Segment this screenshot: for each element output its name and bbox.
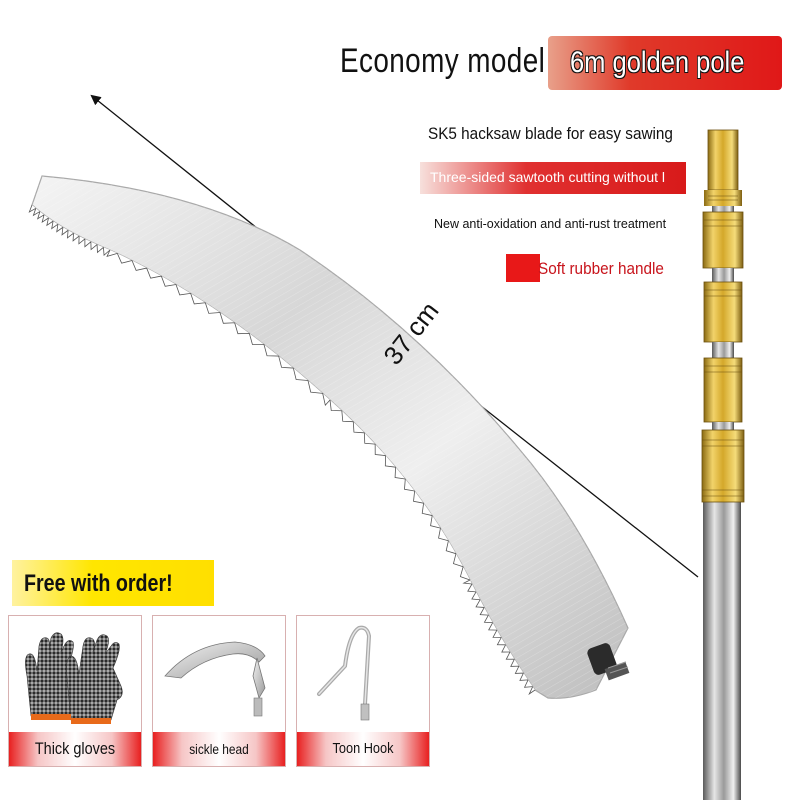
- gift-caption: Toon Hook: [297, 732, 429, 766]
- blade-bolt: [587, 643, 630, 681]
- gift-label-hook: Toon Hook: [332, 740, 394, 757]
- model-title: Economy model: [340, 42, 546, 80]
- gift-sickle: sickle head: [152, 615, 286, 767]
- gift-gloves: Thick gloves: [8, 615, 142, 767]
- gift-caption: Thick gloves: [9, 732, 141, 766]
- red-chip: [506, 254, 540, 282]
- feature-sawtooth: Three-sided sawtooth cutting without l: [430, 169, 666, 185]
- gift-toon-hook: Toon Hook: [296, 615, 430, 767]
- free-gift-banner: Free with order!: [12, 560, 214, 606]
- hook-icon: [317, 625, 372, 721]
- feature-treatment: New anti-oxidation and anti-rust treatme…: [434, 217, 667, 231]
- feature-handle: Soft rubber handle: [538, 259, 664, 278]
- feature-sawtooth-banner: Three-sided sawtooth cutting without l: [420, 162, 686, 194]
- gift-caption: sickle head: [153, 732, 285, 766]
- pole-badge: 6m golden pole: [548, 36, 782, 90]
- gift-label-gloves: Thick gloves: [34, 739, 116, 758]
- feature-handle-banner: Soft rubber handle: [506, 254, 686, 284]
- pole-badge-label: 6m golden pole: [570, 46, 745, 79]
- free-gift-label: Free with order!: [24, 570, 173, 597]
- feature-blade: SK5 hacksaw blade for easy sawing: [428, 124, 673, 143]
- gloves-icon: [25, 632, 123, 724]
- gift-label-sickle: sickle head: [189, 741, 249, 757]
- sickle-icon: [164, 641, 266, 717]
